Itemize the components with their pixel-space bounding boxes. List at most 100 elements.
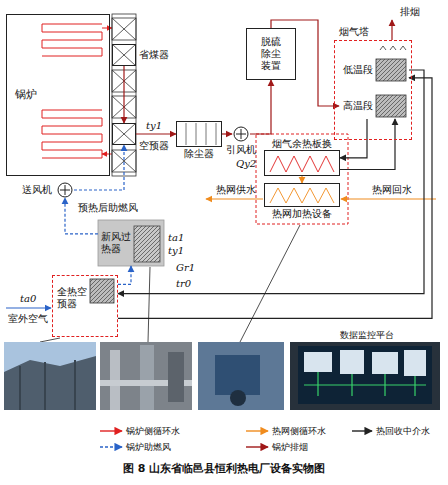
heat-exchanger-group [256, 134, 348, 224]
connector [123, 66, 124, 123]
text-label: 数据监控平台 [340, 330, 394, 341]
dust-collector-plates [216, 123, 217, 145]
photo [304, 352, 332, 372]
photo [290, 342, 440, 410]
tower-packing [391, 20, 392, 40]
fan-symbol [58, 183, 72, 197]
full-heat-preheater [6, 307, 51, 308]
text-label: 室外空气 [8, 313, 48, 325]
air-preheater-box: 空预器 [112, 123, 136, 145]
dust-collector-plates [206, 123, 207, 145]
variable-label: tr0 [176, 278, 191, 290]
desulfurization-box: 脱硫除尘装置 [246, 28, 296, 80]
flue-column [112, 123, 136, 145]
legend-label: 锅炉侧循环水 [126, 426, 180, 437]
fan-symbol [234, 127, 248, 141]
text-label: 热网供水 [216, 184, 256, 196]
boiler-coils [102, 28, 112, 29]
photo [304, 372, 426, 396]
legend-label: 锅炉助燃风 [126, 442, 171, 453]
plate-exchanger-box: 烟气余热板换 [264, 150, 340, 176]
tower-packing [376, 95, 406, 117]
node-label: 烟气余热板换 [272, 138, 332, 150]
fan-box: 送风机 [56, 182, 74, 198]
fan-box: 引风机 [232, 126, 250, 142]
boiler-coils [42, 24, 102, 56]
legend-label: 热网侧循环水 [272, 426, 326, 437]
photo [168, 352, 184, 402]
variable-label: ta1 [168, 232, 184, 244]
node-label: 送风机 [22, 184, 52, 196]
connector [340, 119, 395, 170]
flue-column [112, 18, 136, 40]
node-label: 引风机 [226, 144, 256, 156]
dust-collector-plates [196, 123, 197, 145]
legend-sample [100, 430, 122, 431]
photo [340, 350, 364, 374]
tower-section: 低温段 [339, 57, 409, 83]
tower-packing [376, 20, 406, 117]
node-label: 空预器 [139, 140, 169, 152]
full-heat-preheater-region: 全热空预器 [52, 275, 118, 337]
node-label: 全热空预器 [57, 286, 87, 310]
photo [4, 342, 440, 410]
figure-caption: 图 8 山东省临邑县恒利热电厂设备实物图 [0, 462, 448, 475]
dust-collector-box: 除尘器 [176, 121, 222, 147]
tower-section: 高温段 [339, 93, 409, 119]
node-label: 锅炉 [15, 88, 37, 101]
text-label: 排烟 [400, 6, 420, 18]
variable-label: Qy2 [236, 158, 256, 170]
connector [250, 80, 271, 134]
photo [20, 360, 75, 410]
node-label: 高温段 [343, 100, 373, 112]
photo [230, 390, 246, 406]
node-label: 新风过热器 [101, 231, 131, 255]
heat-exchanger-group [270, 156, 334, 172]
boiler-coils [102, 154, 112, 155]
connector [301, 176, 302, 183]
connector [136, 133, 176, 134]
node-label: 除尘器 [184, 148, 214, 160]
photo [298, 346, 432, 404]
tower-packing [380, 46, 406, 50]
photo [372, 352, 398, 374]
heat-exchanger-group [206, 198, 263, 199]
boiler-coils [42, 24, 112, 158]
flue-column [112, 44, 136, 66]
variable-label: Gr1 [176, 262, 195, 274]
boiler-coils [42, 110, 102, 158]
connector [118, 70, 424, 294]
connector [74, 145, 124, 190]
boiler-box: 锅炉 [6, 14, 110, 176]
fan-symbol [236, 129, 246, 139]
legend-sample [352, 430, 372, 431]
fresh-air-heater-box: 新风过热器 [98, 220, 164, 266]
variable-label: ta0 [20, 293, 36, 305]
node-label: 低温段 [343, 64, 373, 76]
node-label: 省煤器 [139, 49, 169, 61]
flue-column [112, 14, 136, 176]
tower-packing [376, 59, 406, 81]
fresh-air-heater [98, 220, 164, 266]
leader-line [40, 338, 60, 342]
leader-line [40, 225, 300, 342]
text-label: 预热后助燃风 [78, 202, 138, 214]
dust-collector-plates [186, 123, 216, 145]
heat-exchanger-group [270, 188, 334, 203]
connector [340, 119, 367, 158]
tower-packing [376, 59, 406, 81]
legend-label: 热回收中介水 [376, 426, 430, 437]
fan-symbol [60, 185, 70, 195]
connector [118, 266, 131, 284]
heat-exchanger-group [341, 198, 436, 199]
heating-equipment-box: 热网加热设备 [264, 183, 340, 207]
photo [215, 355, 260, 395]
node-label: 烟气塔 [339, 26, 369, 38]
variable-label: ty1 [146, 120, 162, 132]
connector [222, 133, 232, 134]
photo [198, 342, 284, 410]
text-label: 热网回水 [372, 184, 412, 196]
